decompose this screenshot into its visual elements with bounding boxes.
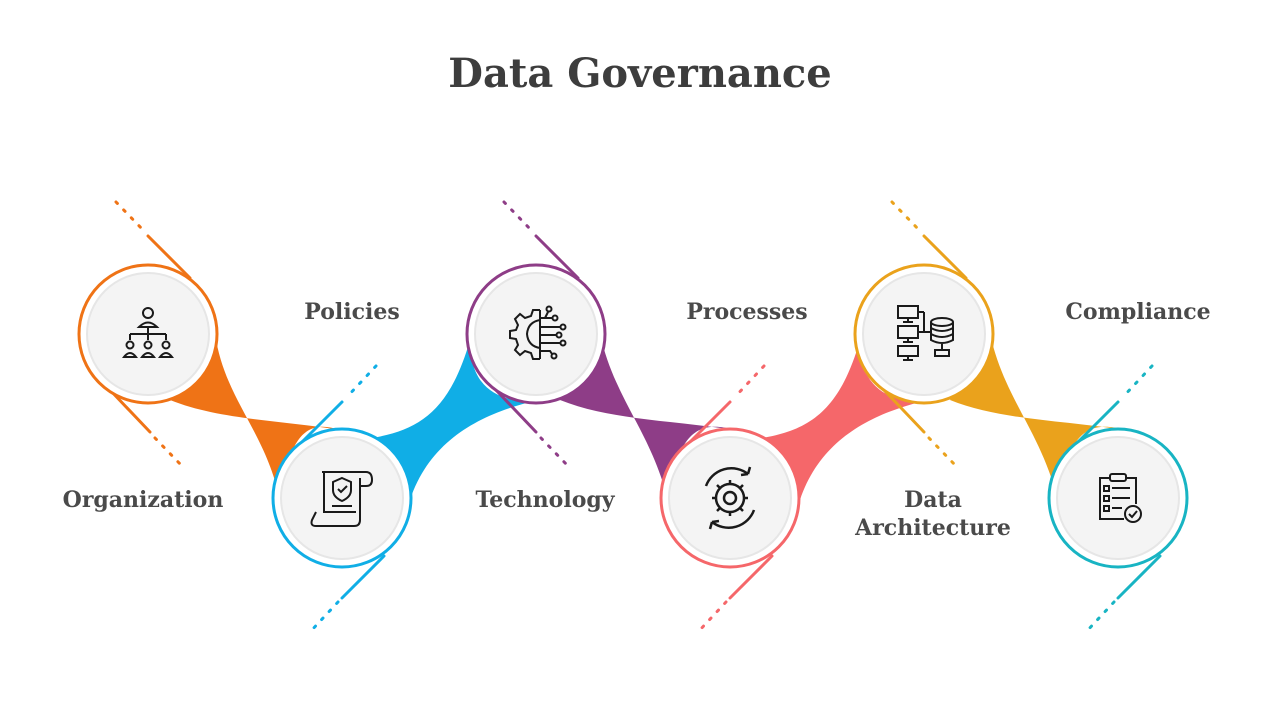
label-compliance: Compliance xyxy=(1065,299,1211,325)
org-chart-icon xyxy=(121,307,175,358)
node-data-architecture xyxy=(853,263,995,405)
label-technology: Technology xyxy=(475,487,615,513)
label-data-architecture: Data Architecture xyxy=(855,487,1011,541)
node-policies xyxy=(271,427,413,569)
gear-cycle-icon xyxy=(704,466,756,530)
connector-1 xyxy=(170,334,340,500)
page-title: Data Governance xyxy=(448,50,832,97)
connector-2 xyxy=(372,340,530,500)
label-organization: Organization xyxy=(62,487,224,513)
checklist-icon xyxy=(1099,473,1142,523)
policy-document-icon xyxy=(310,471,374,527)
circuit-gear-icon xyxy=(509,305,567,360)
connector-4 xyxy=(762,340,920,500)
connector-3 xyxy=(560,334,735,500)
node-processes xyxy=(659,427,801,569)
connector-5 xyxy=(950,334,1125,500)
label-policies: Policies xyxy=(304,299,400,325)
label-processes: Processes xyxy=(686,299,808,325)
decorative-lines xyxy=(108,200,1162,634)
connectors xyxy=(170,334,1125,500)
node-technology xyxy=(465,263,607,405)
server-network-icon xyxy=(897,305,954,361)
